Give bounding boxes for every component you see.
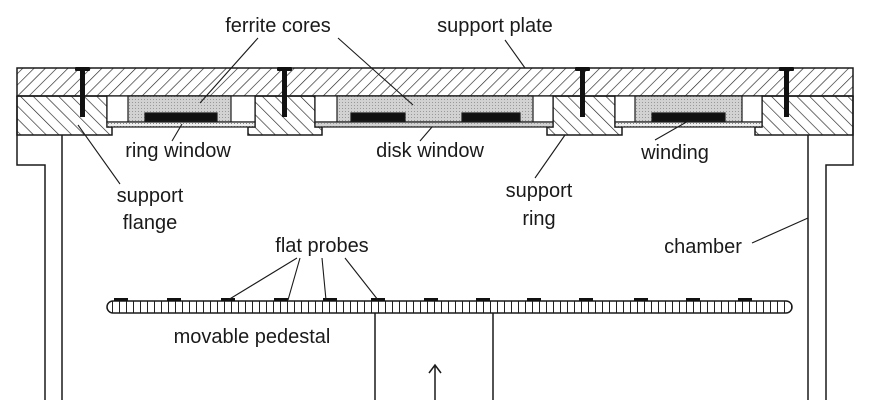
flat-probe: [738, 298, 752, 301]
movable-pedestal: [106, 298, 793, 400]
leader-lines: [77, 37, 809, 301]
flat-probe: [114, 298, 128, 301]
support-flange: [16, 95, 113, 136]
label-movable-pedestal: movable pedestal: [174, 326, 331, 348]
label-support-ring-line1: support: [506, 180, 573, 202]
pedestal-shaft: [374, 313, 494, 400]
winding: [461, 112, 521, 122]
label-support-ring-line2: ring: [522, 208, 555, 230]
disk-cavity: [314, 95, 554, 128]
chamber-wall-left: [16, 96, 63, 400]
label-winding: winding: [640, 142, 709, 164]
ring-window: [106, 121, 256, 128]
flat-probe: [274, 298, 288, 301]
flat-probe: [579, 298, 593, 301]
label-support-flange-line2: flange: [123, 212, 178, 234]
ring-cavity-right: [614, 95, 763, 128]
label-ferrite-cores: ferrite cores: [225, 15, 331, 37]
label-chamber: chamber: [664, 236, 742, 258]
ring-cavity-left: [106, 95, 256, 128]
bolt: [575, 67, 590, 117]
bolt: [277, 67, 292, 117]
flat-probe: [686, 298, 700, 301]
support-flange-right: [754, 95, 854, 136]
winding: [144, 112, 218, 122]
label-support-flange-line1: support: [117, 185, 184, 207]
flat-probe: [476, 298, 490, 301]
bolt: [75, 67, 90, 117]
winding: [350, 112, 406, 122]
label-flat-probes: flat probes: [275, 235, 368, 257]
flat-probe: [323, 298, 337, 301]
disk-window: [314, 121, 554, 128]
chamber-wall-right: [807, 96, 854, 400]
label-ring-window: ring window: [125, 140, 231, 162]
bolt: [779, 67, 794, 117]
label-disk-window: disk window: [376, 140, 484, 162]
flat-probe: [424, 298, 438, 301]
flat-probe: [634, 298, 648, 301]
flat-probe: [527, 298, 541, 301]
support-plate: [16, 67, 854, 97]
arrow-up-icon: [428, 363, 442, 400]
label-support-plate: support plate: [437, 15, 553, 37]
flat-probe: [167, 298, 181, 301]
winding: [651, 112, 726, 122]
ring-window: [614, 121, 763, 128]
